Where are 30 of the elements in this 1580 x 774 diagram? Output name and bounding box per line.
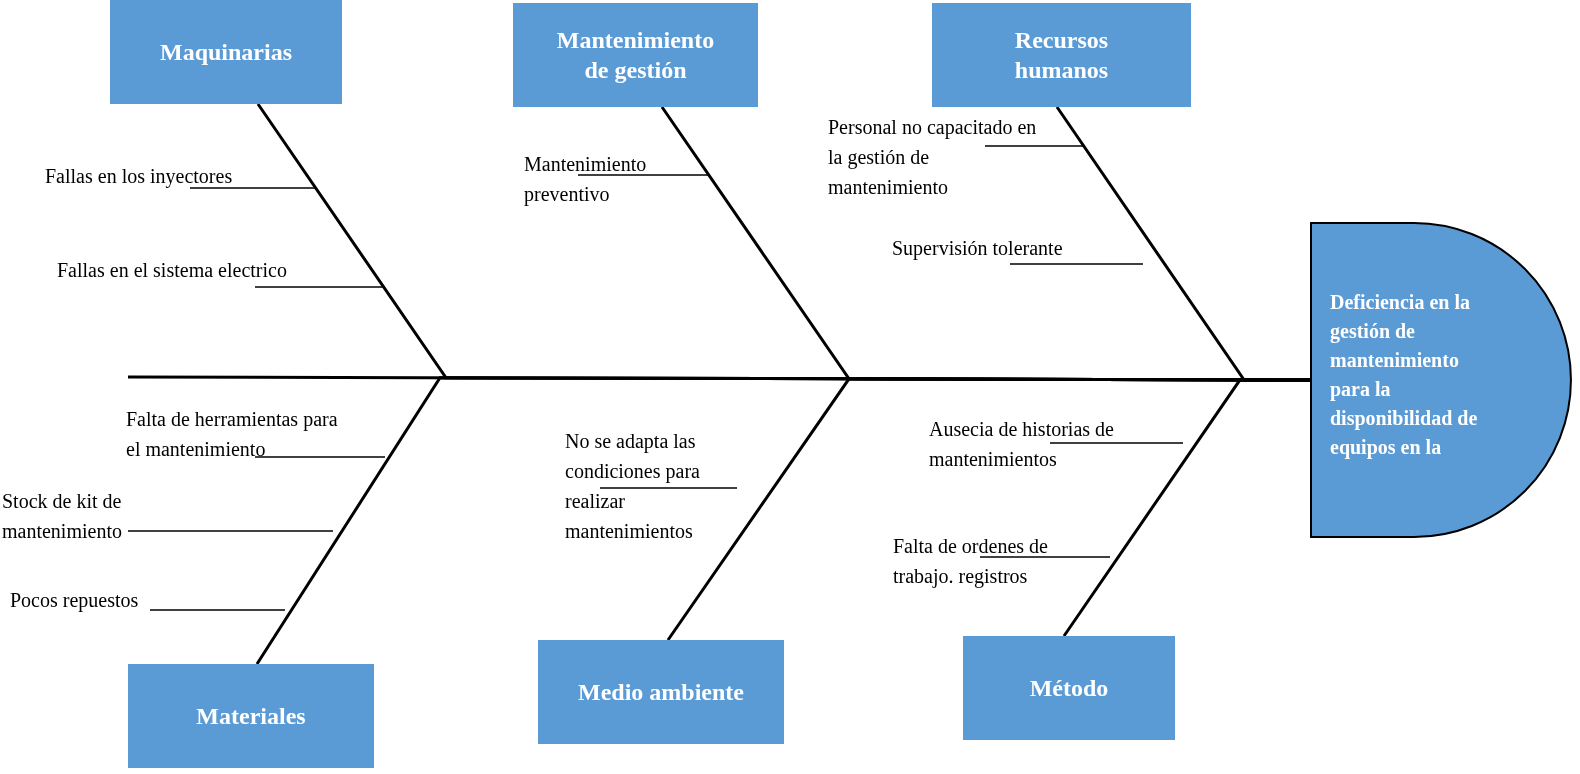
leader-line [599, 487, 738, 489]
category-box: Materiales [128, 664, 374, 768]
leader-line [984, 145, 1086, 147]
cause-text: Falta de ordenes de trabajo. registros [893, 531, 1108, 591]
category-box: Medio ambiente [538, 640, 784, 744]
category-box: Método [963, 636, 1175, 740]
cause-text: Personal no capacitado en la gestión de mantenimiento [828, 112, 1040, 202]
leader-line [979, 556, 1111, 558]
cause-text: Supervisión tolerante [892, 233, 1132, 263]
leader-line [1009, 263, 1144, 265]
category-box: Mantenimiento de gestión [513, 3, 758, 107]
cause-text: Falta de herramientas para el mantenimiento [126, 404, 338, 464]
cause-text: Fallas en los inyectores [45, 161, 305, 191]
leader-line [254, 456, 386, 458]
leader-line [1049, 442, 1184, 444]
leader-line [254, 286, 386, 288]
cause-text: No se adapta las condiciones para realizar mantenimientos [565, 426, 750, 546]
leader-line [189, 187, 316, 189]
leader-line [127, 530, 334, 532]
category-box: Maquinarias [110, 0, 342, 104]
leader-line [577, 174, 711, 176]
cause-text: Mantenimiento preventivo [524, 149, 684, 209]
effect-text: Deficiencia en la gestión de mantenimiento para la disponibilidad de equipos en la [1330, 290, 1479, 461]
bone-line [1062, 378, 1310, 637]
cause-text: Ausecia de historias de mantenimientos [929, 414, 1189, 474]
cause-text: Pocos repuestos [10, 585, 190, 615]
cause-text: Fallas en el sistema electrico [57, 255, 377, 285]
leader-line [149, 609, 286, 611]
cause-text: Stock de kit de mantenimiento [2, 486, 200, 546]
category-box: Recursos humanos [932, 3, 1191, 107]
